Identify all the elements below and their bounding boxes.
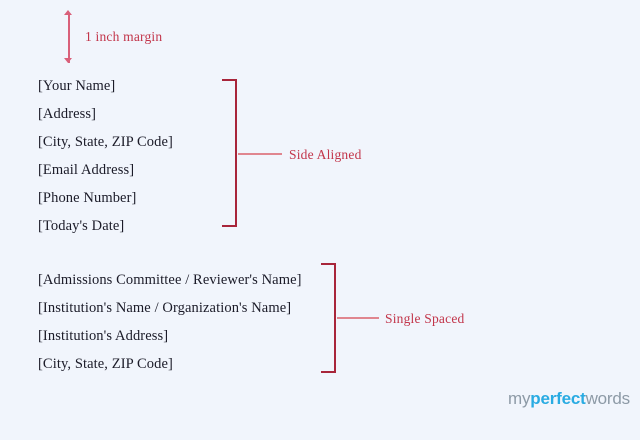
side-aligned-bracket [221,79,237,227]
sender-line-5: [Phone Number] [38,190,137,206]
sender-line-2: [Address] [38,106,97,122]
margin-arrow-icon [62,10,76,66]
recipient-line-3: [Institution's Address] [38,328,169,344]
logo-part-perfect: perfect [530,389,586,408]
recipient-line-4: [City, State, ZIP Code] [38,356,173,372]
sender-line-3: [City, State, ZIP Code] [38,134,173,150]
myperfectwords-logo: myperfectwords [508,389,630,409]
bracket-stub-top [222,79,237,81]
recipient-line-2: [Institution's Name / Organization's Nam… [38,300,292,316]
arrow-head-up-icon [64,10,73,15]
single-spaced-bracket [320,263,336,373]
single-spaced-connector [337,317,379,319]
margin-annotation-label: 1 inch margin [85,29,163,44]
side-aligned-connector [238,153,282,155]
bracket-spine [235,79,237,227]
logo-part-my: my [508,389,531,408]
bracket-spine [334,263,336,373]
arrow-head-down-icon [64,58,73,63]
side-aligned-label: Side Aligned [289,147,362,162]
bracket-stub-top [321,263,336,265]
recipient-line-1: [Admissions Committee / Reviewer's Name] [38,272,302,288]
bracket-stub-bottom [321,371,336,373]
single-spaced-label: Single Spaced [385,311,465,326]
sender-line-6: [Today's Date] [38,218,125,234]
bracket-stub-bottom [222,225,237,227]
arrow-shaft [68,13,70,63]
sender-line-1: [Your Name] [38,78,116,94]
logo-part-words: words [585,389,631,408]
sender-line-4: [Email Address] [38,162,135,178]
